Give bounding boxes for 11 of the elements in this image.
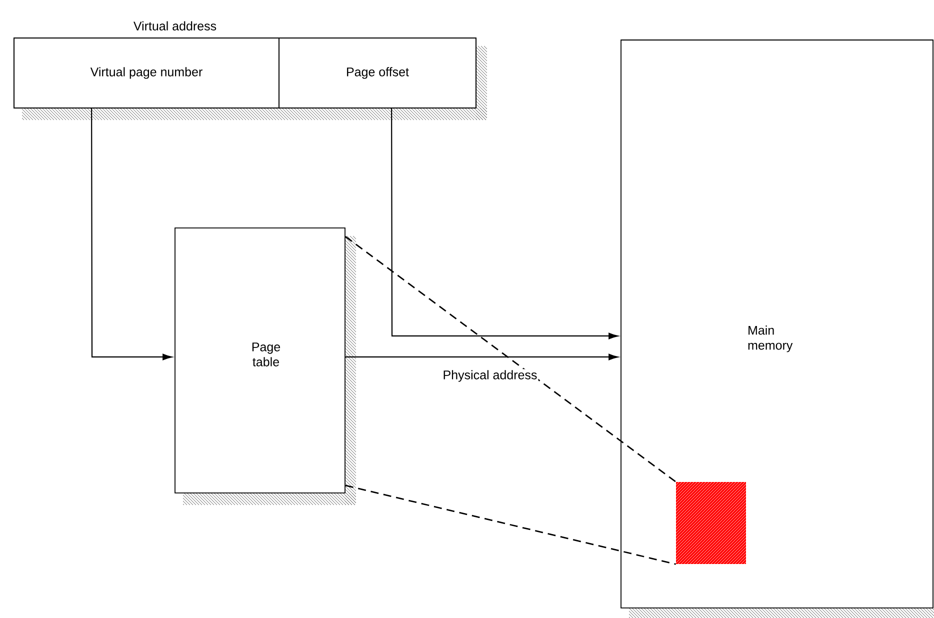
address-field: Page offset: [278, 38, 476, 108]
arrow: [391, 108, 618, 340]
dashed-line: [345, 484, 676, 565]
node-label: Virtual address: [134, 21, 216, 30]
dashed-line: [345, 236, 676, 482]
arrow: [345, 354, 618, 360]
memory-box: Main memory: [620, 40, 934, 608]
address-field: Virtual page number: [14, 38, 280, 108]
arrow: [91, 108, 172, 360]
page-table-box: Page table: [174, 228, 346, 494]
edge-label: Physical address: [442, 369, 538, 383]
